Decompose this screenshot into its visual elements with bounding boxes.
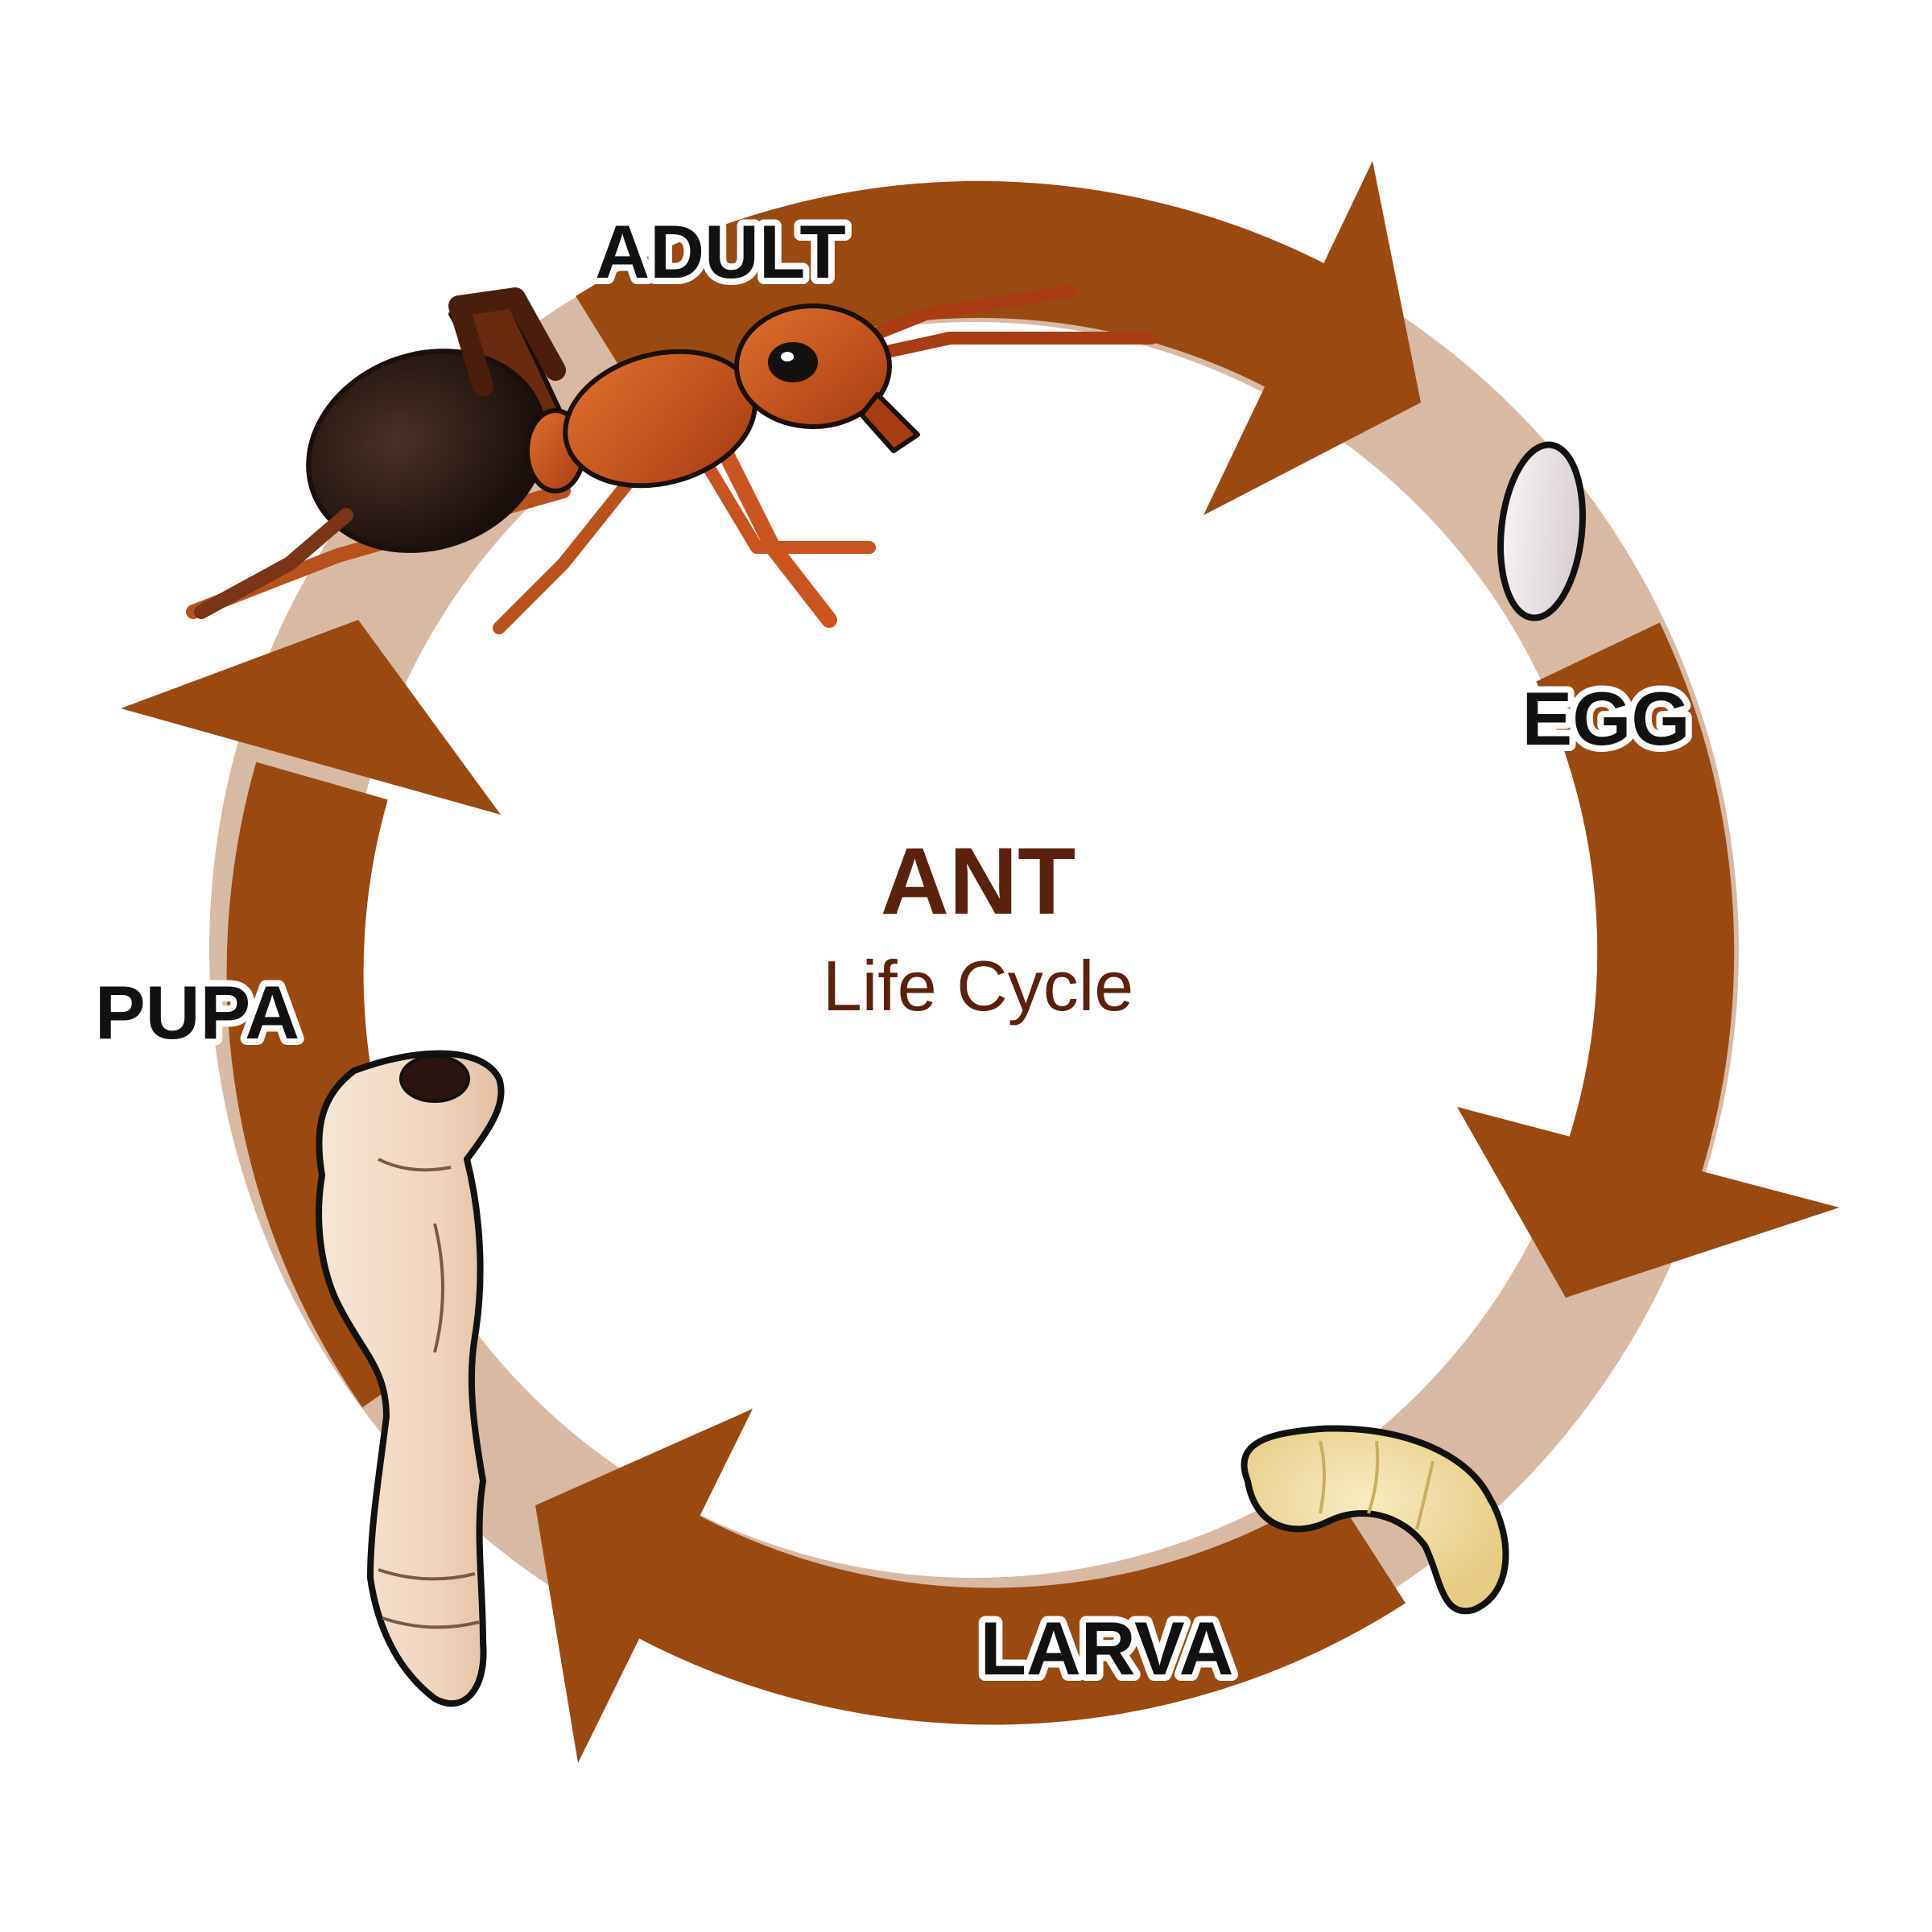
arrowhead-to-pupa [535, 1409, 753, 1763]
ant-icon [186, 285, 1158, 634]
larva-icon [1241, 1425, 1509, 1615]
stage-label-egg: EGG [1522, 676, 1690, 761]
arrowhead-to-adult [121, 620, 501, 815]
pupa-icon [316, 1050, 505, 1707]
arrowhead-to-larva [1457, 1107, 1839, 1298]
arrow-band-egg-to-larva [1536, 622, 1735, 1207]
egg-icon [1497, 441, 1586, 621]
stage-label-adult: ADULT [595, 209, 846, 294]
stage-label-larva: LARVA [980, 1606, 1233, 1690]
arrow-band-larva-to-pupa [592, 1488, 1406, 1725]
diagram-title: ANT [881, 828, 1076, 935]
diagram-subtitle: Life Cycle [823, 946, 1133, 1026]
arrowheads [121, 161, 1839, 1763]
arrowhead-to-egg [1203, 161, 1421, 515]
arrow-band-adult-to-egg [576, 180, 1336, 413]
stage-label-pupa: PUPA [95, 970, 299, 1055]
